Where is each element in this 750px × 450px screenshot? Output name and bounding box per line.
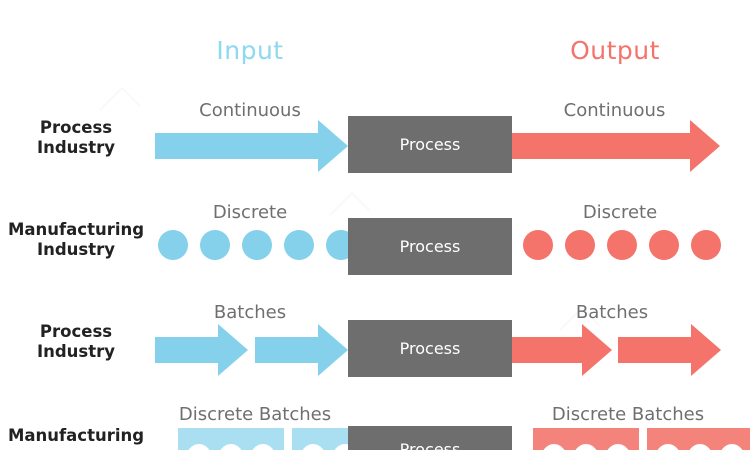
input-arrow-continuous	[155, 120, 348, 172]
input-arrow-batch-1	[155, 324, 248, 376]
output-caption: Batches	[575, 302, 649, 323]
discrete-unit	[649, 230, 679, 260]
discrete-unit	[186, 444, 212, 450]
discrete-unit	[200, 230, 230, 260]
discrete-unit	[565, 230, 595, 260]
output-batch-group-2	[647, 428, 750, 450]
arrow-head	[691, 324, 721, 376]
row-process-industry-batches: Process Industry Batches Process Batches	[0, 302, 750, 394]
discrete-unit	[332, 444, 358, 450]
industry-label-line2: Industry	[36, 240, 116, 259]
arrow-shaft	[155, 133, 318, 159]
input-caption: Discrete	[212, 202, 288, 223]
discrete-unit	[218, 444, 244, 450]
discrete-unit	[242, 230, 272, 260]
industry-label-line1: Process	[39, 118, 113, 137]
process-box: Process	[348, 116, 512, 173]
output-arrow-batch-1	[512, 324, 612, 376]
arrow-head	[318, 120, 348, 172]
discrete-unit	[573, 444, 599, 450]
output-arrow-continuous	[512, 120, 720, 172]
industry-label: Process Industry	[0, 118, 152, 158]
discrete-unit	[300, 444, 326, 450]
arrow-head	[582, 324, 612, 376]
industry-label-line2: Industry	[36, 342, 116, 361]
industry-label: Process Industry	[0, 322, 152, 362]
row-process-industry-continuous: Process Industry Continuous Process Cont…	[0, 100, 750, 190]
arrow-shaft	[155, 337, 218, 363]
arrow-shaft	[618, 337, 691, 363]
discrete-unit	[158, 230, 188, 260]
industry-label-line1: Manufacturing	[7, 426, 145, 445]
arrow-shaft	[255, 337, 318, 363]
output-circles-discrete	[523, 230, 721, 260]
discrete-unit	[523, 230, 553, 260]
industry-label: Manufacturing	[0, 426, 152, 446]
discrete-unit	[655, 444, 681, 450]
output-arrow-batch-2	[618, 324, 721, 376]
industry-label: Manufacturing Industry	[0, 220, 152, 260]
row-manufacturing-discrete-batches: Manufacturing Discrete Batches Process D…	[0, 404, 750, 450]
input-caption: Continuous	[199, 100, 301, 121]
discrete-unit	[691, 230, 721, 260]
arrow-head	[318, 324, 348, 376]
output-caption: Continuous	[563, 100, 666, 121]
column-header-input: Input	[216, 36, 284, 65]
discrete-unit	[687, 444, 713, 450]
arrow-shaft	[512, 337, 582, 363]
discrete-unit	[541, 444, 567, 450]
discrete-unit	[250, 444, 276, 450]
industry-label-line1: Manufacturing	[7, 220, 145, 239]
input-caption: Discrete Batches	[178, 404, 332, 425]
input-arrow-batch-2	[255, 324, 348, 376]
column-header-output: Output	[570, 36, 660, 65]
row-manufacturing-industry-discrete: Manufacturing Industry Discrete Process …	[0, 200, 750, 290]
discrete-unit	[605, 444, 631, 450]
output-caption: Discrete Batches	[551, 404, 705, 425]
input-batch-group-1	[178, 428, 284, 450]
industry-label-line1: Process	[39, 322, 113, 341]
arrow-head	[690, 120, 720, 172]
process-box: Process	[348, 426, 512, 450]
discrete-unit	[719, 444, 745, 450]
arrow-head	[218, 324, 248, 376]
input-caption: Batches	[213, 302, 287, 323]
process-box: Process	[348, 218, 512, 275]
discrete-unit	[284, 230, 314, 260]
discrete-unit	[607, 230, 637, 260]
input-circles-discrete	[158, 230, 356, 260]
arrow-shaft	[512, 133, 690, 159]
process-box: Process	[348, 320, 512, 377]
output-batch-group-1	[533, 428, 639, 450]
industry-label-line2: Industry	[36, 138, 116, 157]
output-caption: Discrete	[582, 202, 658, 223]
